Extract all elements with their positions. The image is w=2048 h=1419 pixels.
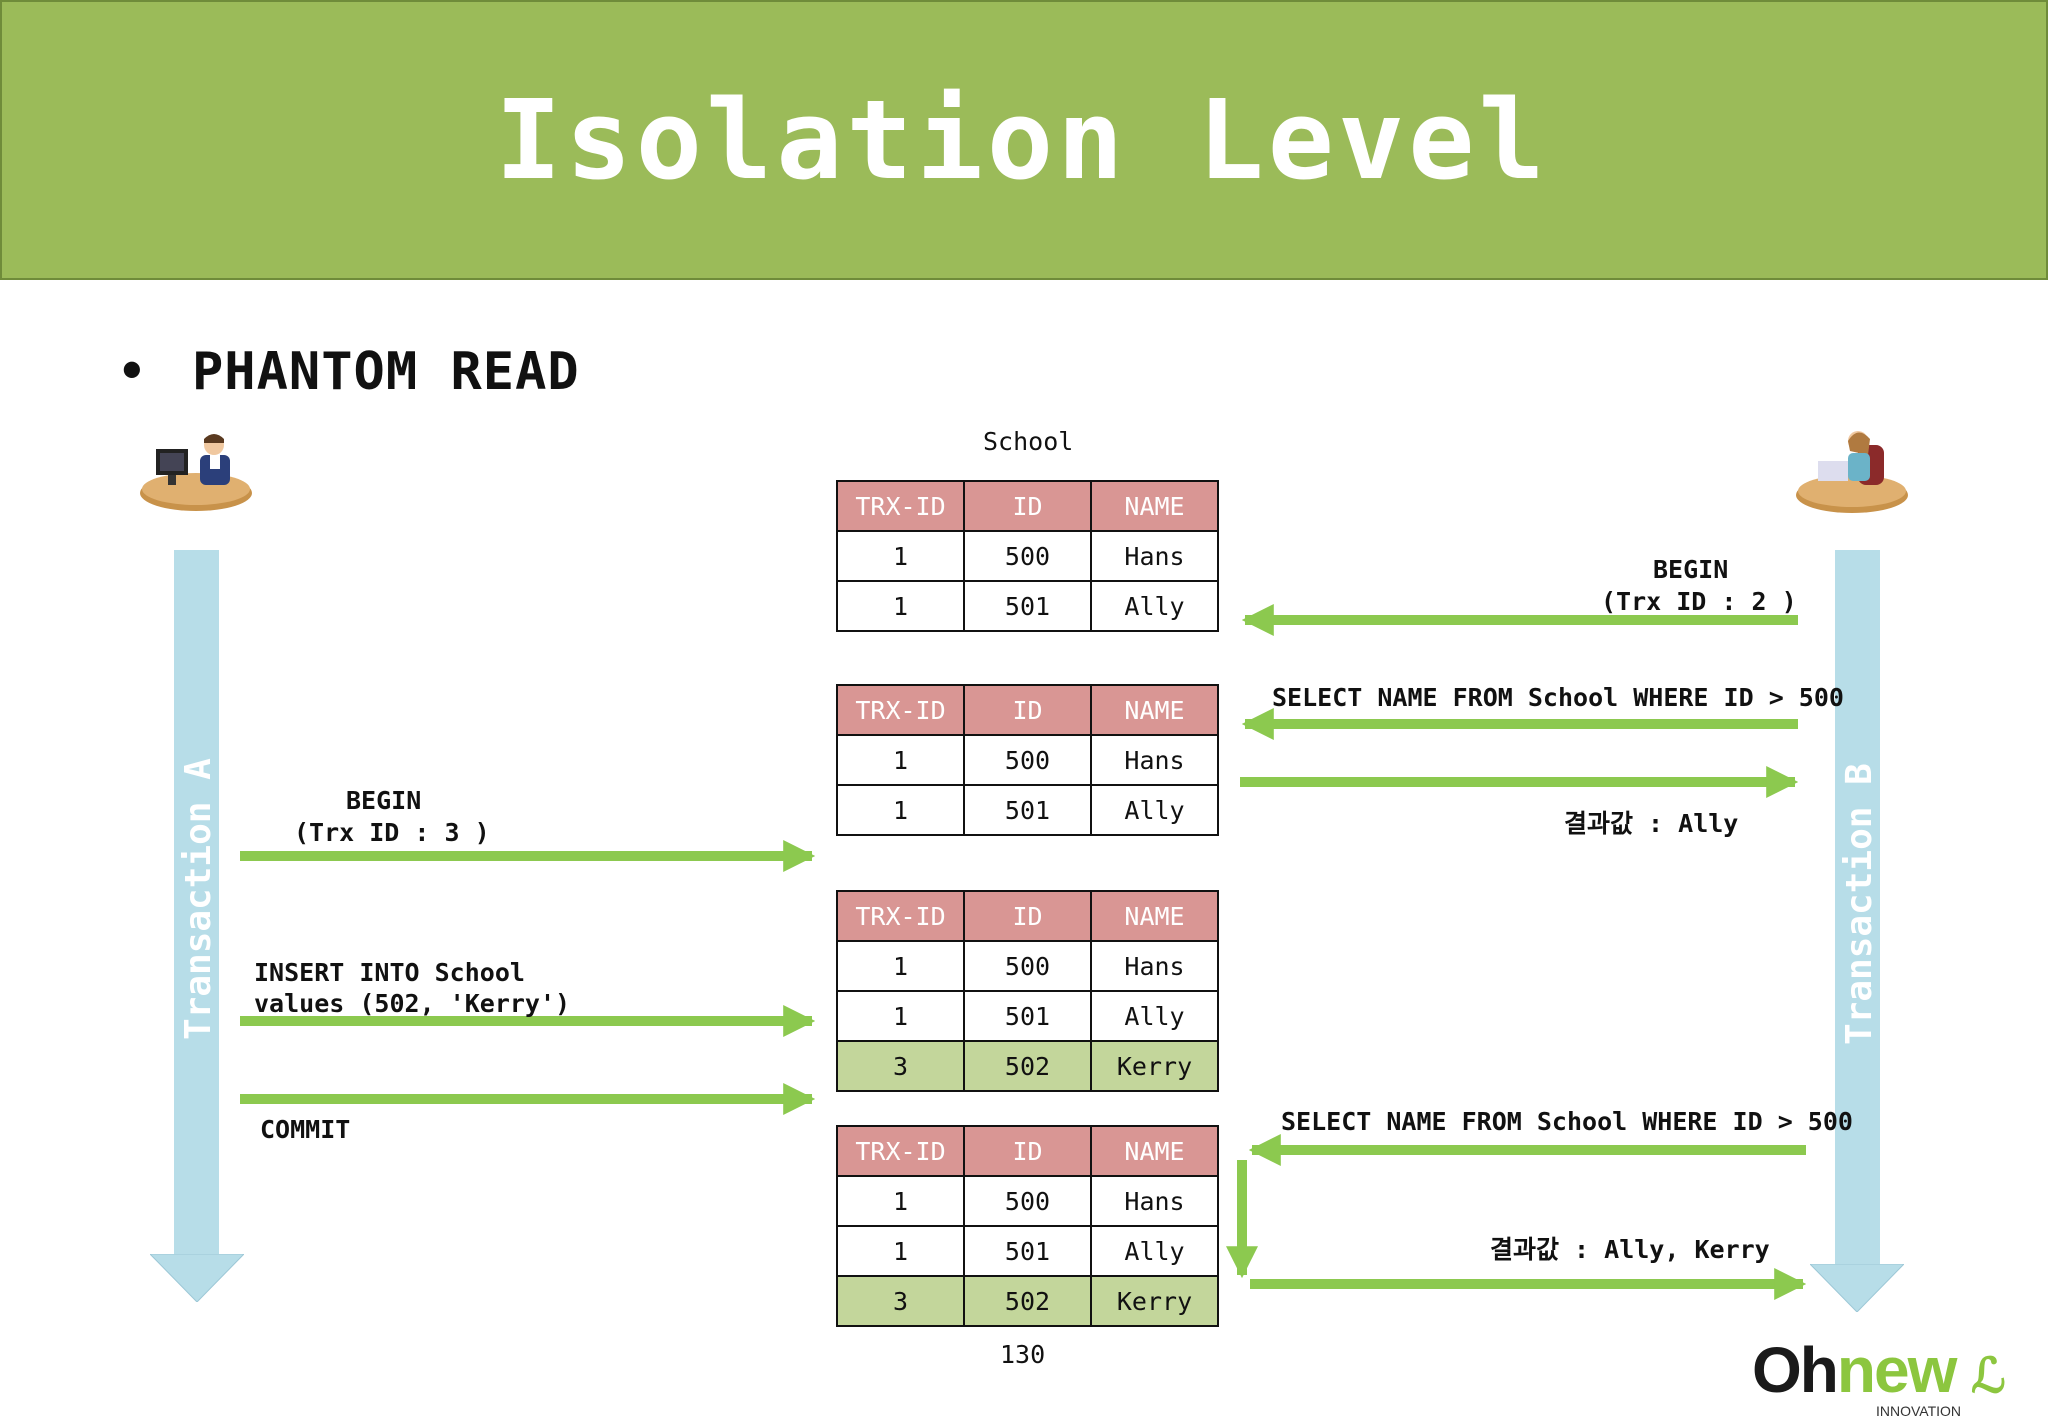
b-begin-label: BEGIN	[1653, 554, 1728, 585]
a-trx-label: (Trx ID : 3 )	[294, 817, 490, 848]
company-logo: Ohnew ℒ INNOVATION	[1752, 1338, 2004, 1419]
page-number: 130	[1000, 1340, 1045, 1369]
b-select2-label: SELECT NAME FROM School WHERE ID > 500	[1281, 1106, 1853, 1137]
a-insert-label-1: INSERT INTO School	[254, 957, 525, 988]
b-result2-label: 결과값 : Ally, Kerry	[1490, 1234, 1770, 1265]
logo-part1: Oh	[1752, 1334, 1837, 1406]
logo-part2: new	[1837, 1334, 1955, 1406]
a-insert-label-2: values (502, 'Kerry')	[254, 988, 570, 1019]
b-result1-label: 결과값 : Ally	[1564, 808, 1738, 839]
a-commit-label: COMMIT	[260, 1114, 350, 1145]
b-select1-label: SELECT NAME FROM School WHERE ID > 500	[1272, 682, 1844, 713]
b-trx-label: (Trx ID : 2 )	[1601, 586, 1797, 617]
logo-swoosh-icon: ℒ	[1971, 1350, 2004, 1403]
a-begin-label: BEGIN	[346, 785, 421, 816]
